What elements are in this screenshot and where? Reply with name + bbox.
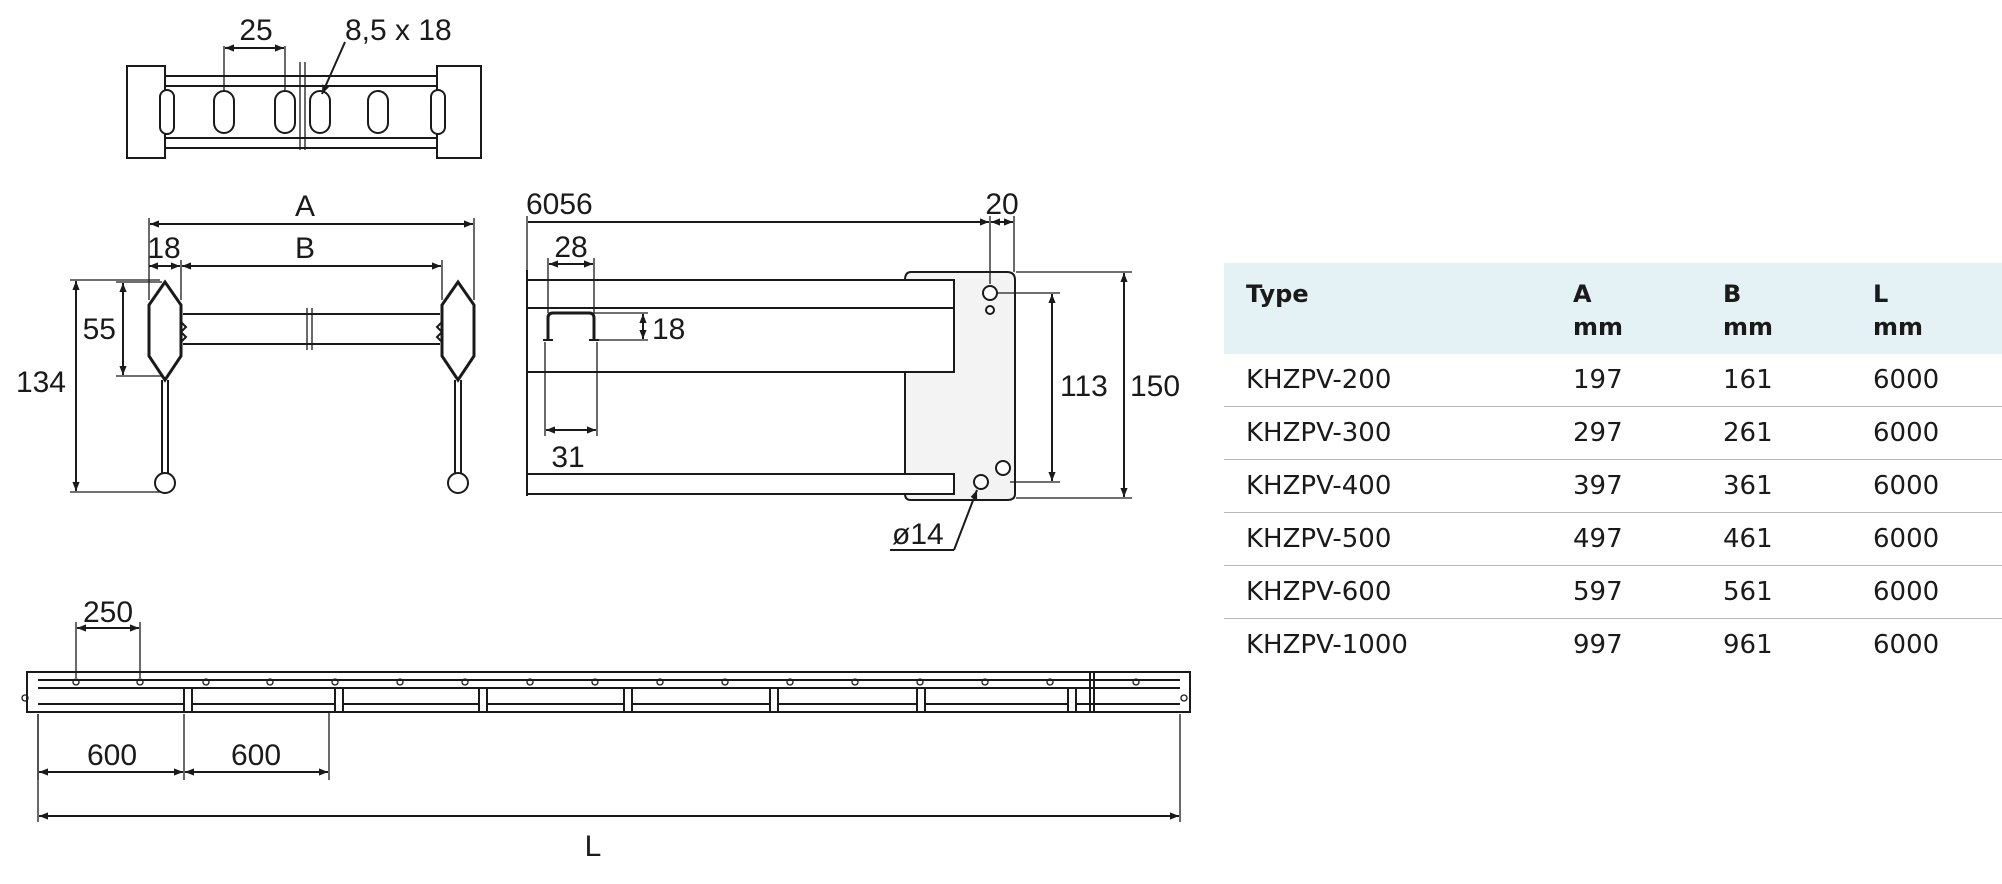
dim-width-B: B xyxy=(295,232,315,265)
column-header-unit: mm xyxy=(1873,313,1924,341)
table-row: KHZPV-400 397 361 6000 xyxy=(1224,459,2002,513)
cell-B: 261 xyxy=(1701,406,1851,460)
rung-profile xyxy=(546,311,596,340)
dim-width-A: A xyxy=(295,190,315,223)
top-view-left-end xyxy=(126,65,166,159)
bolt-hole xyxy=(982,285,998,301)
column-header-unit: mm xyxy=(1723,313,1774,341)
column-header-unit: mm xyxy=(1573,313,1624,341)
cell-L: 6000 xyxy=(1851,565,2002,619)
dim-offset-20: 20 xyxy=(985,188,1018,221)
table-header-row: Type A mm B mm L mm xyxy=(1224,263,2002,354)
cell-L: 6000 xyxy=(1851,512,2002,566)
length-view: 250 600 600 L xyxy=(21,596,1191,863)
table-row: KHZPV-1000 997 961 6000 xyxy=(1224,619,2002,672)
dim-length-L: L xyxy=(585,830,602,863)
left-side-rail-profile xyxy=(147,279,183,383)
top-view: 25 8,5 x 18 xyxy=(126,14,482,159)
dim-height-113: 113 xyxy=(1060,370,1108,403)
cell-L: 6000 xyxy=(1851,354,2002,407)
dim-slot-size: 8,5 x 18 xyxy=(345,14,452,47)
cell-B: 361 xyxy=(1701,459,1851,513)
slot xyxy=(367,90,389,134)
dim-profile-28: 28 xyxy=(554,231,587,264)
cell-type: KHZPV-1000 xyxy=(1246,630,1408,660)
cell-A: 197 xyxy=(1551,354,1701,407)
dim-hole-diameter: ø14 xyxy=(892,518,944,551)
cell-A: 297 xyxy=(1551,406,1701,460)
dim-height-150: 150 xyxy=(1130,370,1180,403)
cell-type: KHZPV-600 xyxy=(1224,565,1551,619)
column-header-label: L xyxy=(1873,280,1889,308)
cell-B: 461 xyxy=(1701,512,1851,566)
column-header-L: L mm xyxy=(1851,263,2002,354)
table-row: KHZPV-600 597 561 6000 xyxy=(1224,565,2002,619)
cell-B: 961 xyxy=(1723,630,1773,660)
column-header-A: A mm xyxy=(1551,263,1701,354)
rail-holes xyxy=(21,678,1188,702)
cell-B: 161 xyxy=(1701,354,1851,407)
right-side-rail-profile xyxy=(440,279,476,383)
dim-hole-pitch-250: 250 xyxy=(83,596,133,629)
bottom-flange xyxy=(526,473,955,495)
dim-side-18: 18 xyxy=(147,232,180,265)
bolt-hole xyxy=(973,474,989,490)
slot xyxy=(274,90,296,134)
slot xyxy=(309,90,331,134)
dim-slot-pitch: 25 xyxy=(239,14,272,47)
table-row: KHZPV-500 497 461 6000 xyxy=(1224,512,2002,566)
cell-L: 6000 xyxy=(1851,406,2002,460)
dim-height-55: 55 xyxy=(83,313,116,346)
table-row: KHZPV-200 197 161 6000 xyxy=(1224,354,2002,407)
cell-A: 497 xyxy=(1551,512,1701,566)
bolt-hole xyxy=(995,460,1011,476)
column-header-label: Type xyxy=(1246,280,1309,308)
column-header-B: B mm xyxy=(1701,263,1851,354)
cell-L: 6000 xyxy=(1851,459,2002,513)
column-header-label: A xyxy=(1573,280,1592,308)
top-flange xyxy=(526,279,955,309)
dim-profile-31: 31 xyxy=(551,441,584,474)
cell-B: 561 xyxy=(1701,565,1851,619)
table-row: KHZPV-300 297 261 6000 xyxy=(1224,406,2002,460)
cable-ladder-side-rail xyxy=(26,671,1191,713)
dim-height-134: 134 xyxy=(16,366,66,399)
dim-profile-18: 18 xyxy=(652,313,685,346)
cross-section-view: A B 18 55 134 xyxy=(16,190,476,494)
column-header-label: B xyxy=(1723,280,1742,308)
cell-A: 397 xyxy=(1551,459,1701,513)
dimension-table: Type A mm B mm L mm KHZPV-200 197 161 60… xyxy=(1224,263,2002,671)
cell-A: 597 xyxy=(1551,565,1701,619)
cell-type: KHZPV-200 xyxy=(1224,354,1551,407)
cell-A: 997 xyxy=(1573,630,1623,660)
rung-marks xyxy=(183,687,1077,713)
cell-type: KHZPV-400 xyxy=(1224,459,1551,513)
cell-type: KHZPV-500 xyxy=(1224,512,1551,566)
column-header-type: Type xyxy=(1224,263,1551,354)
dim-length-6056: 6056 xyxy=(526,188,593,221)
technical-drawing: 25 8,5 x 18 A B 18 5 xyxy=(16,14,1191,863)
side-view: 6056 20 28 18 31 113 150 ø14 xyxy=(526,188,1180,551)
cell-type: KHZPV-300 xyxy=(1224,406,1551,460)
dim-rung-spacing-600: 600 xyxy=(87,739,137,772)
cell-L: 6000 xyxy=(1873,630,1940,660)
dim-rung-spacing-600: 600 xyxy=(231,739,281,772)
slot xyxy=(213,90,235,134)
